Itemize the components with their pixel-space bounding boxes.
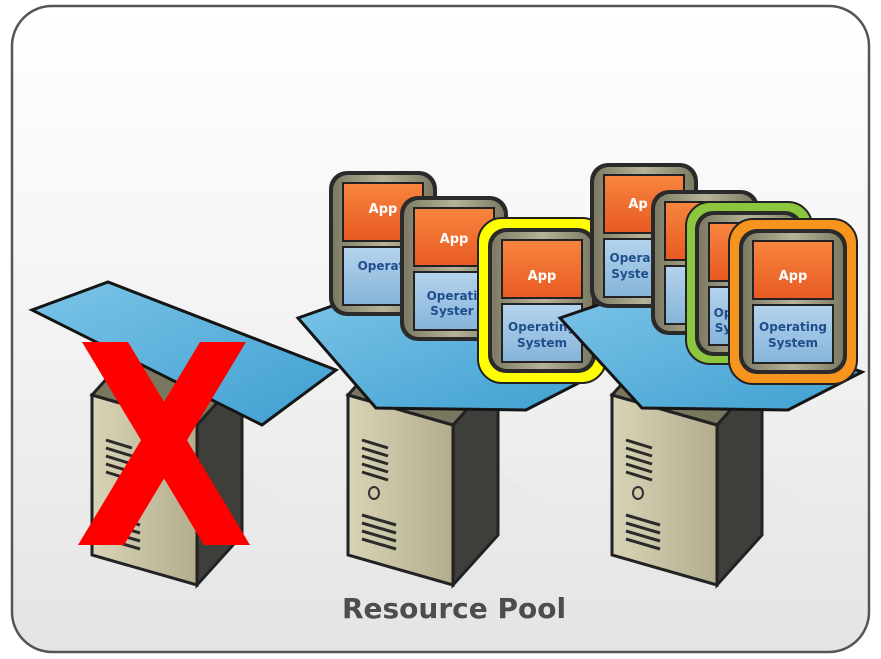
os-label: Opera (610, 251, 651, 265)
vm-card-highlight-yellow: App Operating System (477, 217, 607, 384)
app-label: App (528, 269, 557, 284)
caption: Resource Pool (342, 592, 566, 625)
os-label-line2: System (517, 336, 567, 350)
os-label: Syste (611, 267, 648, 281)
app-label: Ap (628, 197, 647, 212)
vm-card-highlight-orange: App Operating System (728, 218, 858, 385)
os-label: Operati (427, 289, 478, 303)
failure-x-icon (78, 342, 250, 545)
app-label: App (440, 232, 469, 247)
app-label: App (369, 202, 398, 217)
server-3: Ap Opera Syste Op Sy App Operating Syste… (557, 162, 866, 587)
vm-card-back: App Operati (328, 170, 438, 317)
os-label-line1: Operating (759, 320, 827, 334)
app-label: App (779, 269, 808, 284)
os-label: Operati (358, 259, 409, 273)
os-label-line1: Operating (508, 320, 576, 334)
os-label: Sy (715, 321, 732, 335)
server-2: App Operati App Operati Syster App Opera… (295, 170, 607, 587)
os-label-line2: System (768, 336, 818, 350)
vm-card-middle: App Operati Syster (399, 195, 509, 342)
vm-card-back: Ap Opera Syste (589, 162, 699, 309)
os-label: Syster (430, 304, 473, 318)
